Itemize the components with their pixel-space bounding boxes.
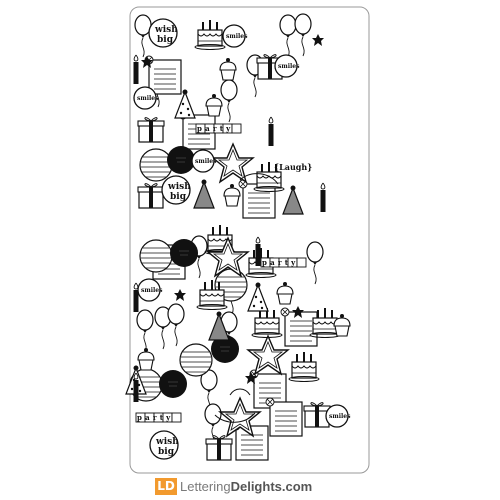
party-label: party xyxy=(262,258,298,267)
big-label: big xyxy=(170,192,187,202)
smiles-label: smiles xyxy=(278,63,300,70)
lettering-delights-logo: LD xyxy=(155,478,177,495)
candle-icon xyxy=(133,54,139,85)
black-circle-icon xyxy=(158,369,188,399)
site-name-part2: Delights.com xyxy=(230,479,313,494)
wish-label: wish xyxy=(155,437,179,447)
site-name-part1: Lettering xyxy=(180,479,231,494)
gift-icon xyxy=(137,117,165,143)
candle-icon xyxy=(320,182,326,213)
smiles-label: smiles xyxy=(195,158,217,165)
candle-icon xyxy=(133,372,139,403)
site-name: LetteringDelights.com xyxy=(180,478,312,495)
journal-card-icon xyxy=(265,397,303,437)
lined-circle-icon xyxy=(139,148,173,182)
swirl-ornament xyxy=(214,412,256,423)
wish-big-badge xyxy=(148,18,178,48)
wish-big-badge xyxy=(149,430,179,460)
laugh-label: {Laugh} xyxy=(274,162,312,172)
gift-icon xyxy=(205,435,233,461)
wish-big-badge xyxy=(161,175,191,205)
swirl-ornament xyxy=(229,388,251,396)
smiles-label: smiles xyxy=(141,287,163,294)
lined-circle-icon xyxy=(179,343,213,377)
party-label: party xyxy=(137,413,173,422)
lined-circle-icon xyxy=(139,239,173,273)
big-label: big xyxy=(157,35,174,45)
swirl-ornament xyxy=(239,173,279,185)
stamp-sheet: wish big wish big wish big smiles smiles… xyxy=(125,6,370,474)
smiles-label: smiles xyxy=(329,413,351,420)
big-label: big xyxy=(158,447,175,457)
candle-icon xyxy=(255,236,261,267)
black-circle-icon xyxy=(169,238,199,268)
smiles-label: smiles xyxy=(226,33,248,40)
candle-icon xyxy=(268,116,274,147)
gift-icon xyxy=(137,183,165,209)
wish-label: wish xyxy=(167,182,191,192)
party-label: party xyxy=(197,124,233,133)
wish-label: wish xyxy=(154,25,178,35)
smiles-label: smiles xyxy=(137,95,159,102)
black-circle-icon xyxy=(166,145,196,175)
